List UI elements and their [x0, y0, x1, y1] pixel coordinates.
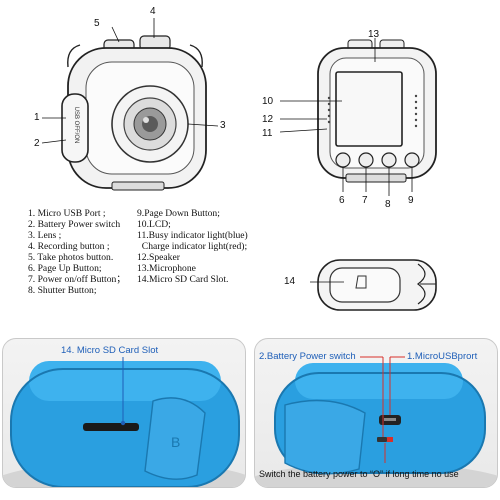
legend-item: 14.Micro SD Card Slot.: [137, 274, 229, 285]
callout-3: 3: [220, 120, 226, 131]
sd-slot-label: 14. Micro SD Card Slot: [61, 345, 159, 356]
legend-item: Charge indicator light(red);: [137, 241, 248, 252]
shutter-button: [381, 152, 397, 168]
legend-left: 1. Micro USB Port ; 2. Battery Power swi…: [28, 208, 126, 296]
callout-11: 11: [262, 128, 273, 139]
power-switch-note: Switch the battery power to “O” if long …: [259, 469, 459, 479]
legend-item: 9.Page Down Button;: [137, 208, 220, 219]
usb-cover-text: USB OFF/ON: [73, 106, 79, 144]
callout-13: 13: [368, 29, 380, 40]
sd-slot-cover: [329, 267, 401, 303]
callout-14: 14: [284, 276, 296, 287]
legend-item: 13.Microphone: [137, 263, 196, 274]
svg-text:B: B: [171, 434, 180, 450]
legend-item: 11.Busy indicator light(blue): [137, 230, 248, 241]
legend-item: 10.LCD;: [137, 219, 171, 230]
callout-5: 5: [94, 18, 100, 29]
lcd-screen: [335, 71, 403, 147]
callout-7: 7: [362, 195, 368, 206]
page-up-button: [335, 152, 351, 168]
camera-bottom-view: [310, 259, 437, 311]
usb-port-label: 1.MicroUSBprort: [407, 351, 478, 362]
legend-item: 8. Shutter Button;: [28, 285, 97, 296]
callout-9: 9: [408, 195, 414, 206]
legend-item: 4. Recording button ;: [28, 241, 110, 252]
legend-item: 5. Take photos button.: [28, 252, 114, 263]
callout-6: 6: [339, 195, 345, 206]
legend-item: 7. Power on/off Button；: [28, 274, 126, 285]
sd-cover-flap: [144, 397, 206, 480]
usb-cover: [61, 93, 89, 163]
battery-power-switch: [377, 437, 387, 442]
legend-item: 6. Page Up Button;: [28, 263, 102, 274]
photo-sd-slot: B 14. Micro SD Card Slot: [2, 338, 246, 488]
legend-item: 12.Speaker: [137, 252, 180, 263]
photo-sd-slot-art: B: [3, 357, 245, 487]
photo-usb-port: 2.Battery Power switch 1.MicroUSBprort S…: [254, 338, 498, 488]
power-switch-label: 2.Battery Power switch: [259, 351, 356, 362]
legend-item: 2. Battery Power switch: [28, 219, 121, 230]
callout-8: 8: [385, 199, 391, 210]
legend-item: 3. Lens ;: [28, 230, 62, 241]
callout-12: 12: [262, 114, 274, 125]
sd-slot: [83, 423, 139, 431]
power-button: [358, 152, 374, 168]
callout-4: 4: [150, 6, 156, 17]
photo-usb-port-art: [255, 356, 497, 487]
callout-10: 10: [262, 96, 274, 107]
callout-1: 1: [34, 112, 40, 123]
camera-front-view: [41, 18, 219, 191]
camera-back-view: [279, 38, 437, 196]
legend-right: 9.Page Down Button; 10.LCD; 11.Busy indi…: [137, 208, 248, 285]
callout-2: 2: [34, 138, 40, 149]
usb-cover-flap: [284, 399, 366, 475]
page-down-button: [404, 152, 420, 168]
legend-item: 1. Micro USB Port ;: [28, 208, 106, 219]
